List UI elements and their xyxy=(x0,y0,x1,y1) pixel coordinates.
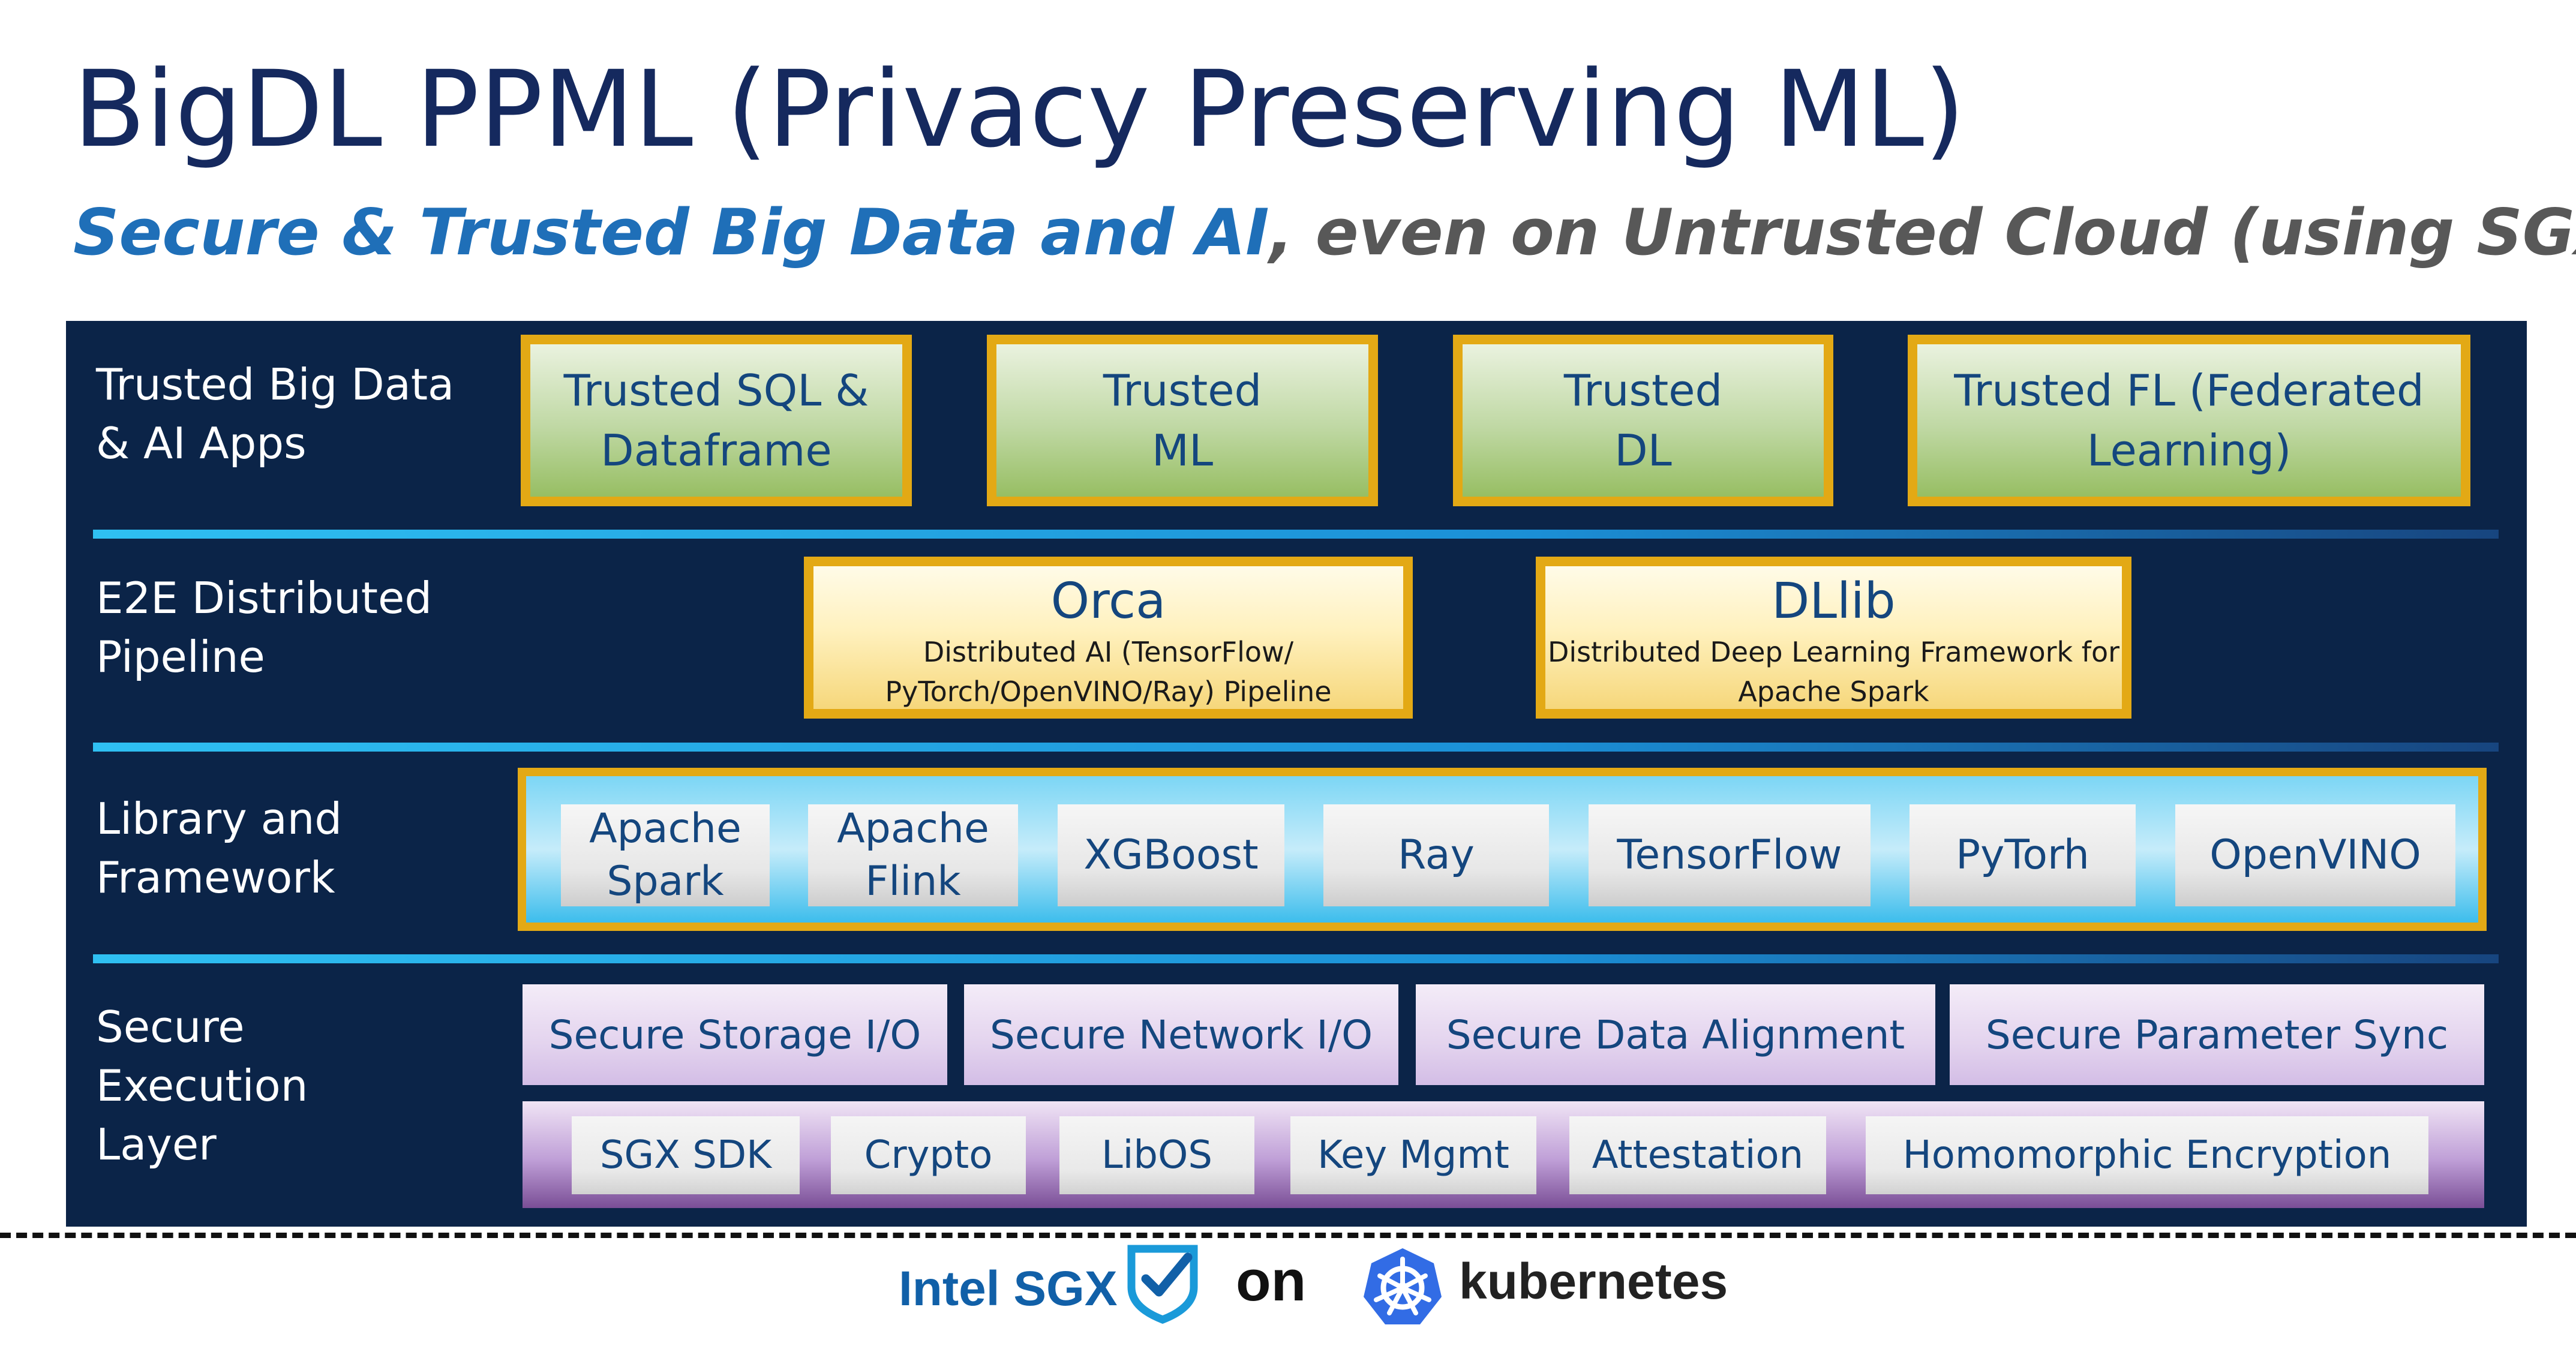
app-trusted-fl-label: Trusted FL (Federated Learning) xyxy=(1954,365,2424,476)
library-openvino: OpenVINO xyxy=(2175,804,2455,906)
pipeline-orca: Orca Distributed AI (TensorFlow/ PyTorch… xyxy=(804,557,1413,719)
secure-data-alignment: Secure Data Alignment xyxy=(1416,984,1935,1085)
library-apache-spark-label: Apache Spark xyxy=(589,805,741,905)
subtitle-highlight: Secure & Trusted Big Data and AI xyxy=(73,196,1269,269)
kubernetes-logo-text: kubernetes xyxy=(1459,1253,1728,1309)
sgx-attestation: Attestation xyxy=(1569,1116,1826,1194)
sgx-attestation-label: Attestation xyxy=(1592,1133,1804,1177)
sgx-crypto-label: Crypto xyxy=(864,1133,993,1177)
sgx-sdk: SGX SDK xyxy=(572,1116,800,1194)
app-trusted-ml: Trusted ML xyxy=(987,335,1378,506)
sgx-libos: LibOS xyxy=(1059,1116,1254,1194)
sgx-libos-label: LibOS xyxy=(1101,1133,1213,1177)
secure-data-alignment-label: Secure Data Alignment xyxy=(1446,1011,1905,1058)
sgx-homomorphic-encryption-label: Homomorphic Encryption xyxy=(1902,1133,2392,1177)
library-tensorflow: TensorFlow xyxy=(1589,804,1871,906)
sgx-key-mgmt-label: Key Mgmt xyxy=(1317,1133,1509,1177)
sgx-homomorphic-encryption: Homomorphic Encryption xyxy=(1866,1116,2428,1194)
library-apache-spark: Apache Spark xyxy=(561,804,770,906)
platform-divider xyxy=(0,1233,2576,1238)
intel-sgx-logo-text: Intel SGX xyxy=(899,1261,1118,1316)
app-trusted-sql: Trusted SQL & Dataframe xyxy=(521,335,912,506)
sgx-key-mgmt: Key Mgmt xyxy=(1290,1116,1536,1194)
layer-label-library: Library and Framework xyxy=(96,794,343,903)
secure-network-io-label: Secure Network I/O xyxy=(989,1011,1373,1058)
layer-divider-1 xyxy=(93,530,2499,539)
kubernetes-logo-icon xyxy=(1364,1248,1442,1324)
sgx-layer-frame: SGX SDK Crypto LibOS Key Mgmt Attestatio… xyxy=(523,1101,2484,1208)
library-ray: Ray xyxy=(1323,804,1549,906)
page-title: BigDL PPML (Privacy Preserving ML) xyxy=(73,48,1965,171)
subtitle-rest: , even on Untrusted Cloud (using SGX) xyxy=(1269,196,2576,269)
layer-label-secure: Secure Execution Layer xyxy=(96,1002,308,1170)
secure-storage-io: Secure Storage I/O xyxy=(523,984,947,1085)
app-trusted-dl: Trusted DL xyxy=(1453,335,1833,506)
library-tensorflow-label: TensorFlow xyxy=(1617,831,1842,879)
layer-divider-3 xyxy=(93,954,2499,963)
library-xgboost-label: XGBoost xyxy=(1083,831,1259,879)
library-frame: Apache Spark Apache Flink XGBoost Ray Te… xyxy=(518,768,2487,931)
layer-label-apps: Trusted Big Data & AI Apps xyxy=(96,359,455,468)
app-trusted-sql-label: Trusted SQL & Dataframe xyxy=(563,365,869,476)
library-xgboost: XGBoost xyxy=(1058,804,1284,906)
pipeline-dllib-name: DLlib xyxy=(1772,573,1896,630)
pipeline-dllib-desc: Distributed Deep Learning Framework for … xyxy=(1547,636,2120,708)
page-subtitle: Secure & Trusted Big Data and AI, even o… xyxy=(73,201,2576,265)
library-ray-label: Ray xyxy=(1398,831,1475,879)
app-trusted-ml-label: Trusted ML xyxy=(1103,365,1262,476)
library-apache-flink-label: Apache Flink xyxy=(837,805,989,905)
pipeline-dllib: DLlib Distributed Deep Learning Framewor… xyxy=(1536,557,2131,719)
sgx-crypto: Crypto xyxy=(831,1116,1026,1194)
pipeline-orca-name: Orca xyxy=(1050,573,1166,630)
secure-network-io: Secure Network I/O xyxy=(964,984,1398,1085)
shield-check-icon xyxy=(1127,1245,1198,1324)
secure-parameter-sync-label: Secure Parameter Sync xyxy=(1985,1011,2449,1058)
library-pytorch: PyTorh xyxy=(1910,804,2136,906)
secure-parameter-sync: Secure Parameter Sync xyxy=(1950,984,2484,1085)
secure-storage-io-label: Secure Storage I/O xyxy=(548,1011,921,1058)
app-trusted-fl: Trusted FL (Federated Learning) xyxy=(1908,335,2470,506)
library-openvino-label: OpenVINO xyxy=(2209,831,2421,879)
app-trusted-dl-label: Trusted DL xyxy=(1563,365,1723,476)
layer-divider-2 xyxy=(93,743,2499,752)
pipeline-orca-desc: Distributed AI (TensorFlow/ PyTorch/Open… xyxy=(885,636,1332,708)
library-pytorch-label: PyTorh xyxy=(1956,831,2089,879)
sgx-sdk-label: SGX SDK xyxy=(599,1133,772,1177)
layer-label-pipeline: E2E Distributed Pipeline xyxy=(96,573,433,682)
on-text: on xyxy=(1236,1249,1307,1313)
library-apache-flink: Apache Flink xyxy=(808,804,1018,906)
